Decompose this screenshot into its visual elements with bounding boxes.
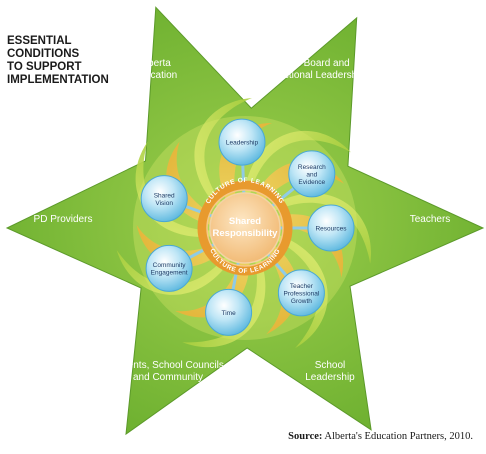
condition-label-line: Evidence bbox=[298, 179, 325, 186]
source-text: Alberta's Education Partners, 2010. bbox=[322, 431, 473, 442]
condition-label-line: Vision bbox=[155, 200, 173, 207]
ring-band bbox=[197, 180, 293, 276]
condition-label-line: Teacher bbox=[290, 283, 314, 290]
diagram-title: ESSENTIAL CONDITIONS TO SUPPORT IMPLEMEN… bbox=[7, 35, 127, 87]
condition-circle bbox=[205, 288, 253, 336]
condition-circle bbox=[307, 204, 355, 252]
condition-label-line: Research bbox=[298, 164, 326, 171]
condition-label-line: Time bbox=[221, 310, 236, 317]
petal-orange-band bbox=[245, 161, 344, 228]
condition-circle bbox=[288, 150, 336, 198]
star-point-label: PD Providers bbox=[34, 214, 93, 225]
condition-node: Time bbox=[205, 288, 253, 336]
star-point-label-line: Jurisdictional Leadership bbox=[255, 70, 366, 81]
title-line: CONDITIONS bbox=[7, 48, 80, 60]
source-citation: Source: Alberta's Education Partners, 20… bbox=[288, 431, 473, 442]
star-point-label-line: School Board and bbox=[270, 58, 350, 69]
star-point-label-line: School bbox=[315, 360, 346, 371]
condition-node: Resources bbox=[307, 204, 355, 252]
center-circle bbox=[209, 192, 281, 264]
star-point-label-line: Leadership bbox=[305, 372, 355, 383]
star-point-label-line: PD Providers bbox=[34, 214, 93, 225]
title-line: IMPLEMENTATION bbox=[7, 74, 109, 86]
center-label-line: Responsibility bbox=[213, 228, 279, 239]
title-line: TO SUPPORT bbox=[7, 61, 82, 73]
title-line: ESSENTIAL bbox=[7, 35, 72, 47]
condition-node: Leadership bbox=[218, 118, 266, 166]
ring-inner-edge bbox=[206, 189, 284, 267]
condition-circles: LeadershipResearchandEvidenceResourcesTe… bbox=[140, 118, 355, 336]
petal-green-band bbox=[243, 130, 352, 228]
star-point-label-line: Teachers bbox=[410, 214, 451, 225]
condition-label-line: Professional bbox=[284, 290, 320, 297]
star-point-label-line: Alberta bbox=[139, 58, 171, 69]
condition-circle bbox=[277, 269, 325, 317]
condition-label-line: Resources bbox=[315, 226, 347, 233]
swirl-petal bbox=[243, 130, 352, 228]
star-point-label-line: Education bbox=[133, 70, 177, 81]
star-point-label: Teachers bbox=[410, 214, 451, 225]
star-point-label-line: and Community bbox=[133, 372, 203, 383]
star-point-label-line: Parents, School Councils bbox=[112, 360, 224, 371]
condition-label-line: Engagement bbox=[151, 270, 188, 277]
condition-circle bbox=[140, 175, 188, 223]
center-label-line: Shared bbox=[229, 216, 261, 227]
condition-circle bbox=[145, 244, 193, 292]
source-label: Source: bbox=[288, 431, 323, 442]
condition-circle bbox=[218, 118, 266, 166]
petal-green-band bbox=[244, 228, 328, 349]
petal-green-band bbox=[116, 228, 246, 295]
condition-label-line: Growth bbox=[291, 298, 312, 305]
condition-label-line: Shared bbox=[154, 192, 175, 199]
petal-green-band bbox=[194, 98, 252, 228]
center-hub: Shared Responsibility bbox=[209, 192, 281, 264]
condition-label-line: and bbox=[306, 171, 317, 178]
condition-label-line: Leadership bbox=[226, 140, 259, 147]
condition-label-line: Community bbox=[153, 262, 187, 269]
